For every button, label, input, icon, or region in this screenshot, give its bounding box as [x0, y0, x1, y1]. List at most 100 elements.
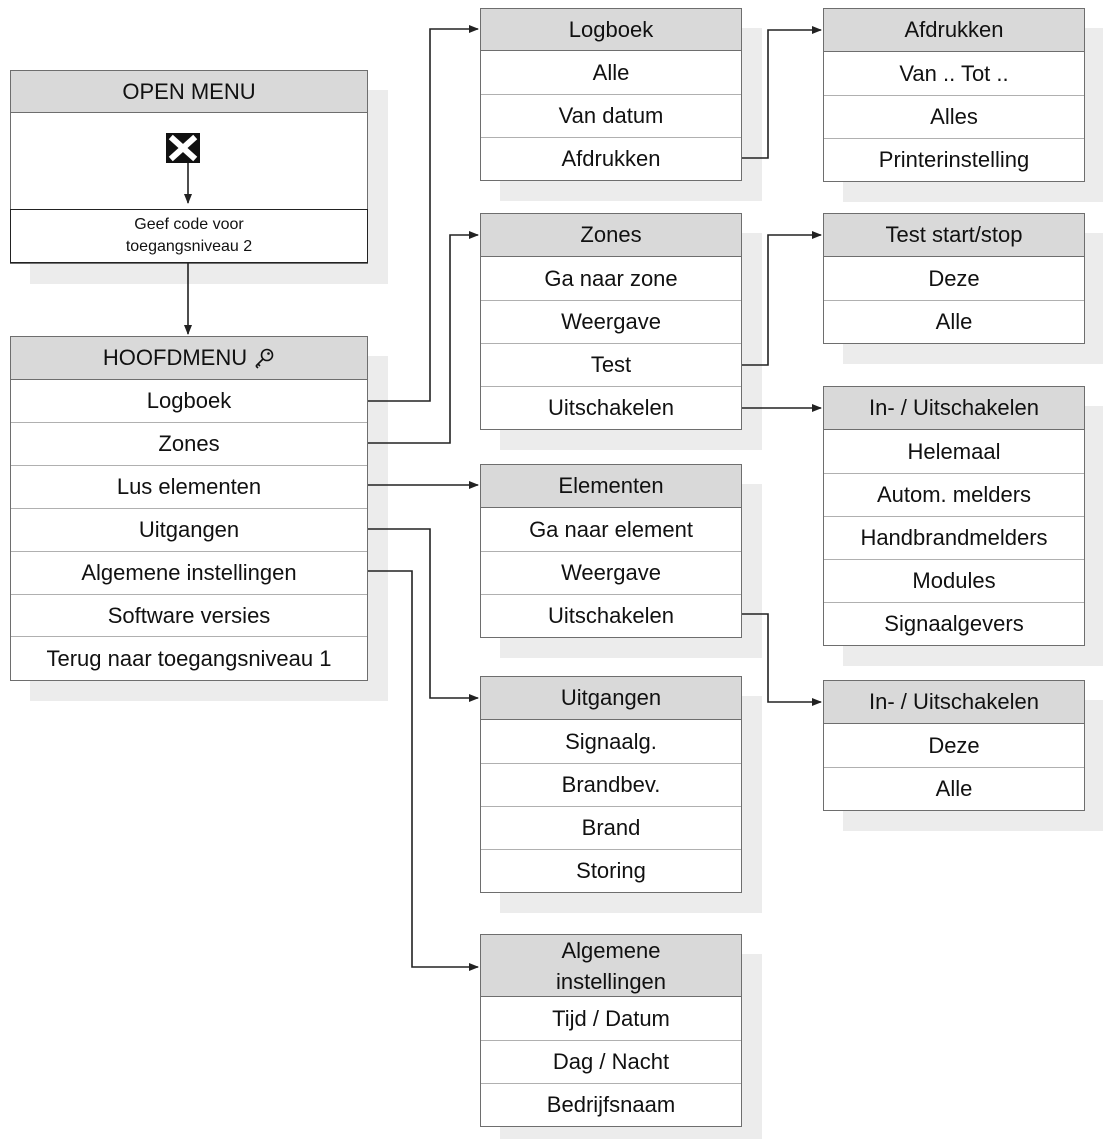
item-label: Alle: [935, 309, 973, 334]
item-label: Tijd / Datum: [552, 1005, 670, 1031]
item-label: Dag / Nacht: [552, 1049, 670, 1074]
item-label: Software versies: [107, 602, 271, 628]
algemene-instellingen-box: Algemene instellingen Tijd / Datum Dag /…: [480, 934, 742, 1127]
afdrukken-title: Afdrukken: [904, 17, 1004, 42]
zones-title: Zones: [580, 222, 642, 247]
uitgangen-title: Uitgangen: [560, 685, 662, 710]
item-label: Modules: [912, 568, 996, 593]
zones-in-uitschakelen-item: Autom. melders: [824, 473, 1084, 516]
test-start-stop-title: Test start/stop: [885, 222, 1023, 247]
algemene-instellingen-item: Tijd / Datum: [481, 997, 741, 1040]
item-label: Deze: [928, 265, 980, 291]
access-code-prompt: Geef code voor toegangsniveau 2: [10, 209, 368, 263]
item-label: Handbrandmelders: [860, 525, 1048, 550]
item-label: Signaalgevers: [884, 611, 1024, 636]
logboek-item: Van datum: [481, 94, 741, 137]
afdrukken-item: Van .. Tot ..: [824, 52, 1084, 95]
hoofdmenu-box: HOOFDMENU Logboek Zones Lus elementen Ui…: [10, 336, 368, 681]
item-label: Alle: [935, 776, 973, 801]
open-menu-body: Geef code voor toegangsniveau 2: [10, 113, 368, 263]
zones-in-uitschakelen-box: In- / Uitschakelen Helemaal Autom. melde…: [823, 386, 1085, 646]
elementen-title: Elementen: [558, 473, 664, 498]
algemene-instellingen-header: Algemene instellingen: [481, 935, 741, 997]
hoofdmenu-header: HOOFDMENU: [11, 337, 367, 380]
item-label: Weergave: [561, 560, 661, 585]
uitgangen-item: Brandbev.: [481, 763, 741, 806]
item-label: Uitgangen: [138, 517, 240, 542]
elementen-item: Weergave: [481, 551, 741, 594]
zones-in-uitschakelen-item: Signaalgevers: [824, 602, 1084, 645]
item-label: Signaalg.: [565, 728, 657, 754]
connector-zones: [368, 231, 479, 444]
zones-item: Ga naar zone: [481, 257, 741, 300]
item-label: Bedrijfsnaam: [546, 1092, 676, 1117]
item-label: Brandbev.: [561, 772, 661, 797]
item-label: Weergave: [561, 309, 661, 334]
logboek-item: Afdrukken: [481, 137, 741, 180]
item-label: Uitschakelen: [548, 603, 674, 628]
zones-in-uitschakelen-title: In- / Uitschakelen: [869, 395, 1039, 420]
afdrukken-header: Afdrukken: [824, 9, 1084, 52]
item-label: Ga naar element: [529, 516, 693, 542]
logboek-box: Logboek Alle Van datum Afdrukken: [480, 8, 742, 181]
item-label: Zones: [158, 431, 220, 456]
hoofdmenu-item-software-versies: Software versies: [11, 594, 367, 636]
elementen-item: Ga naar element: [481, 508, 741, 551]
elementen-item: Uitschakelen: [481, 594, 741, 637]
connector-test: [742, 231, 822, 366]
item-label: Storing: [576, 858, 646, 883]
hoofdmenu-item-zones: Zones: [11, 422, 367, 465]
zones-in-uitschakelen-item: Handbrandmelders: [824, 516, 1084, 559]
hoofdmenu-item-algemene-instellingen: Algemene instellingen: [11, 551, 367, 594]
uitgangen-header: Uitgangen: [481, 677, 741, 720]
afdrukken-item: Printerinstelling: [824, 138, 1084, 181]
test-start-stop-item: Deze: [824, 257, 1084, 300]
algemene-instellingen-item: Bedrijfsnaam: [481, 1083, 741, 1126]
hoofdmenu-item-logboek: Logboek: [11, 380, 367, 422]
algemene-instellingen-title-line2: instellingen: [555, 968, 667, 994]
item-label: Ga naar zone: [544, 265, 678, 291]
algemene-instellingen-item: Dag / Nacht: [481, 1040, 741, 1083]
item-label: Autom. melders: [876, 482, 1032, 507]
zones-item: Test: [481, 343, 741, 386]
key-icon: [255, 348, 274, 369]
zones-box: Zones Ga naar zone Weergave Test Uitscha…: [480, 213, 742, 430]
connector-afdrukken: [742, 26, 822, 159]
hoofdmenu-title: HOOFDMENU: [102, 345, 248, 370]
hoofdmenu-item-lus-elementen: Lus elementen: [11, 465, 367, 508]
zones-header: Zones: [481, 214, 741, 257]
uitgangen-item: Brand: [481, 806, 741, 849]
afdrukken-box: Afdrukken Van .. Tot .. Alles Printerins…: [823, 8, 1085, 182]
zones-in-uitschakelen-header: In- / Uitschakelen: [824, 387, 1084, 430]
close-x-icon: [166, 133, 200, 163]
item-label: Printerinstelling: [878, 147, 1030, 172]
item-label: Terug naar toegangsniveau 1: [46, 645, 332, 671]
hoofdmenu-item-uitgangen: Uitgangen: [11, 508, 367, 551]
connector-uitgangen: [368, 528, 479, 702]
test-start-stop-header: Test start/stop: [824, 214, 1084, 257]
afdrukken-item: Alles: [824, 95, 1084, 138]
open-menu-header: OPEN MENU: [11, 71, 367, 113]
test-start-stop-box: Test start/stop Deze Alle: [823, 213, 1085, 344]
item-label: Alle: [592, 59, 630, 85]
item-label: Logboek: [146, 388, 232, 413]
elementen-in-uitschakelen-item: Deze: [824, 724, 1084, 767]
elementen-box: Elementen Ga naar element Weergave Uitsc…: [480, 464, 742, 638]
test-start-stop-item: Alle: [824, 300, 1084, 343]
logboek-item: Alle: [481, 51, 741, 94]
elementen-in-uitschakelen-title: In- / Uitschakelen: [869, 689, 1039, 714]
zones-item: Uitschakelen: [481, 386, 741, 429]
algemene-instellingen-title-line1: Algemene: [561, 937, 661, 963]
elementen-in-uitschakelen-item: Alle: [824, 767, 1084, 810]
uitgangen-item: Storing: [481, 849, 741, 892]
elementen-header: Elementen: [481, 465, 741, 508]
uitgangen-item: Signaalg.: [481, 720, 741, 763]
code-prompt-line1: Geef code voor: [134, 216, 244, 233]
item-label: Brand: [581, 815, 641, 840]
logboek-title: Logboek: [568, 16, 654, 42]
item-label: Helemaal: [907, 438, 1001, 464]
item-label: Deze: [928, 732, 980, 758]
elementen-in-uitschakelen-box: In- / Uitschakelen Deze Alle: [823, 680, 1085, 811]
item-label: Van .. Tot ..: [899, 60, 1009, 86]
open-menu-box: OPEN MENU Geef code voor toegangsniveau …: [10, 70, 368, 264]
